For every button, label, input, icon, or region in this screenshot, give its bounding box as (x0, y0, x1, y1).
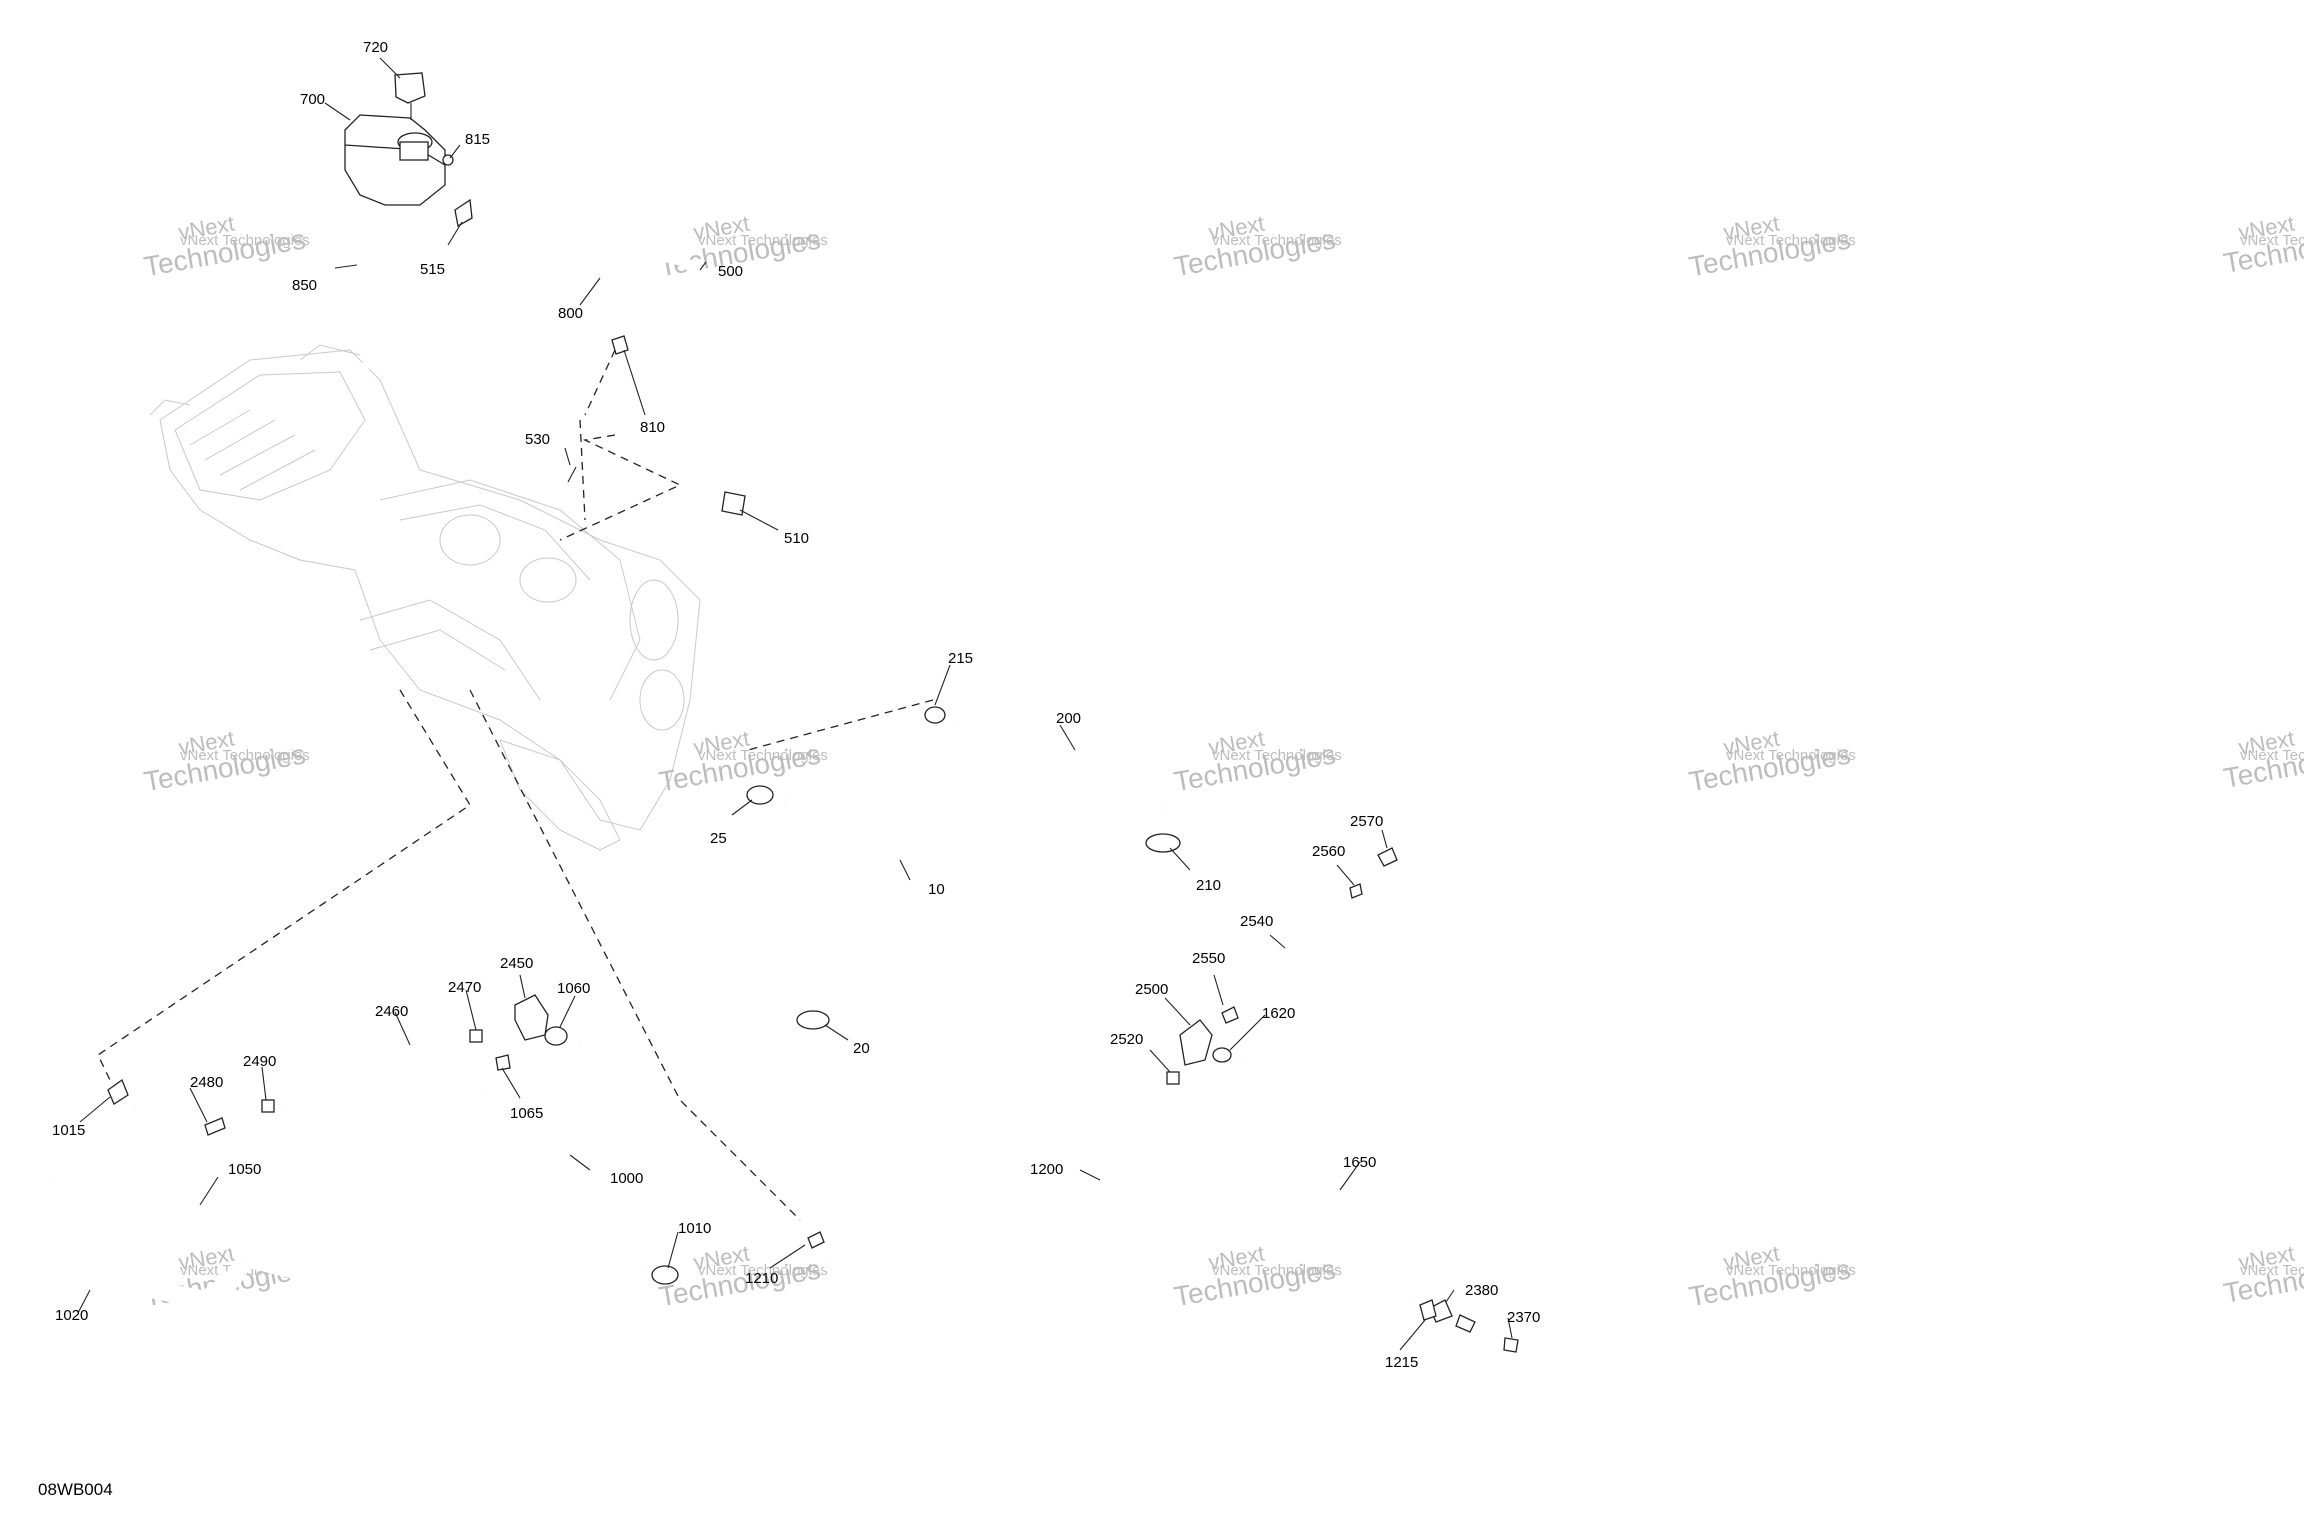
part-label-2560: 2560 (1312, 843, 1345, 860)
part-label-2550: 2550 (1192, 950, 1225, 967)
watermark-line-1: vNext Technologies (698, 747, 828, 764)
part-label-1065: 1065 (510, 1105, 543, 1122)
watermark-line-1: vNext Technologies (698, 1262, 828, 1279)
part-label-1000: 1000 (610, 1170, 643, 1187)
watermark-line-1: vNext Technologies (1726, 747, 1856, 764)
part-label-25: 25 (710, 830, 727, 847)
part-label-815: 815 (465, 131, 490, 148)
part-label-2370: 2370 (1507, 1309, 1540, 1326)
part-label-1215: 1215 (1385, 1354, 1418, 1371)
part-label-530: 530 (525, 431, 550, 448)
part-label-810: 810 (640, 419, 665, 436)
part-label-720: 720 (363, 39, 388, 56)
watermark-line-1: vNext Technologies (180, 232, 310, 249)
watermark-line-1: vNext Technologies (1212, 232, 1342, 249)
part-label-10: 10 (928, 881, 945, 898)
part-label-500: 500 (718, 263, 743, 280)
part-label-215: 215 (948, 650, 973, 667)
part-label-1650: 1650 (1343, 1154, 1376, 1171)
watermark-line-1: vNext Technologies (1726, 232, 1856, 249)
watermark-line-1: vNext Technologies (698, 232, 828, 249)
part-label-515: 515 (420, 261, 445, 278)
part-label-1620: 1620 (1262, 1005, 1295, 1022)
hoses (42, 169, 1414, 1335)
part-label-510: 510 (784, 530, 809, 547)
diagram-code: 08WB004 (38, 1480, 113, 1499)
part-label-850: 850 (292, 277, 317, 294)
part-label-1050: 1050 (228, 1161, 261, 1178)
part-number-labels: 720 700 815 515 850 500 800 810 530 510 … (52, 39, 1540, 1371)
part-label-1200: 1200 (1030, 1161, 1063, 1178)
part-label-210: 210 (1196, 877, 1221, 894)
part-label-20: 20 (853, 1040, 870, 1057)
engine-block-illustration (149, 344, 701, 851)
part-label-1060: 1060 (557, 980, 590, 997)
watermark-line-1: vNext Technologies (1212, 1262, 1342, 1279)
part-label-800: 800 (558, 305, 583, 322)
part-label-2540: 2540 (1240, 913, 1273, 930)
watermark-line-1: vNext Technologies (2240, 747, 2304, 764)
watermark-line-1: vNext Technologies (180, 747, 310, 764)
part-label-700: 700 (300, 91, 325, 108)
dashed-connections (97, 349, 934, 1221)
part-label-2570: 2570 (1350, 813, 1383, 830)
part-label-1010: 1010 (678, 1220, 711, 1237)
watermark-line-1: vNext Technologies (1212, 747, 1342, 764)
part-label-2450: 2450 (500, 955, 533, 972)
watermark-line-1: vNext Technologies (2240, 232, 2304, 249)
watermark-grid: vNext Technologies vNext Technologies vN… (141, 211, 2304, 1313)
part-label-1015: 1015 (52, 1122, 85, 1139)
part-label-2480: 2480 (190, 1074, 223, 1091)
part-label-2490: 2490 (243, 1053, 276, 1070)
part-label-2520: 2520 (1110, 1031, 1143, 1048)
part-label-2500: 2500 (1135, 981, 1168, 998)
watermark-line-1: vNext Technologies (1726, 1262, 1856, 1279)
part-label-2470: 2470 (448, 979, 481, 996)
part-label-2460: 2460 (375, 1003, 408, 1020)
part-label-1210: 1210 (745, 1270, 778, 1287)
part-label-2380: 2380 (1465, 1282, 1498, 1299)
watermark-line-1: vNext Technologies (2240, 1262, 2304, 1279)
part-label-200: 200 (1056, 710, 1081, 727)
components (107, 72, 1519, 1353)
part-label-1020: 1020 (55, 1307, 88, 1324)
leader-lines (77, 57, 1513, 1351)
